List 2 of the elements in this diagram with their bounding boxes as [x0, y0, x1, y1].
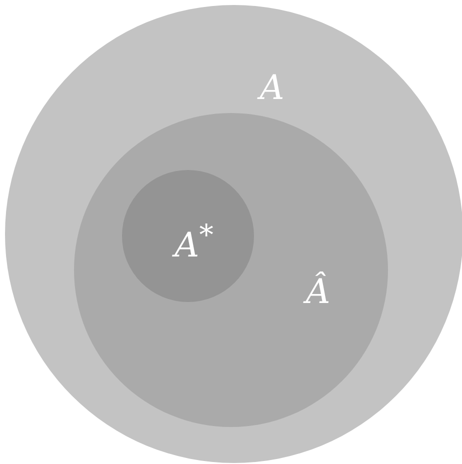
set-label: A$^{*}$: [174, 221, 214, 263]
set-label: A: [260, 71, 284, 105]
